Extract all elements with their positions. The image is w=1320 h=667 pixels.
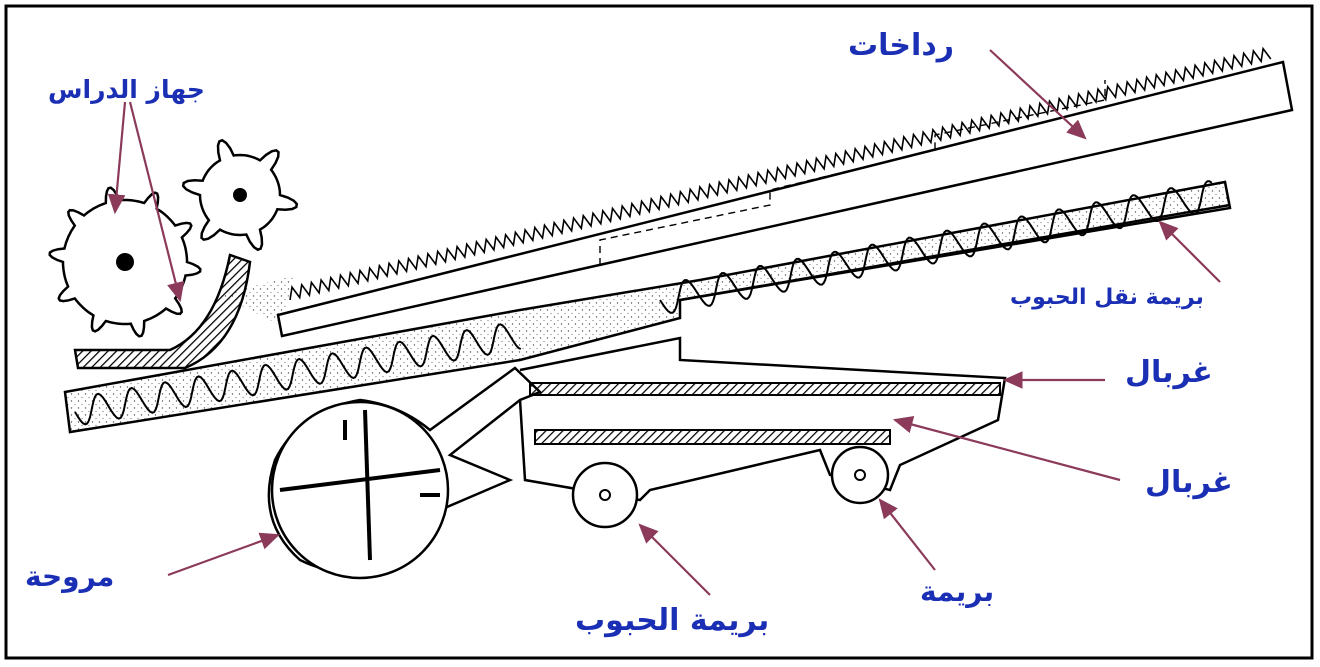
label-lower-sieve: غربال (1145, 465, 1233, 500)
label-upper-sieve: غربال (1125, 355, 1213, 390)
upper-sieve (529, 382, 1001, 396)
label-threshing-unit: جهاز الدراس (48, 75, 205, 104)
concave (73, 253, 252, 370)
grain-trough (63, 180, 1232, 434)
label-fan: مروحة (25, 560, 115, 593)
lower-sieve (534, 429, 891, 445)
lower-screw-auger (74, 323, 522, 426)
label-grain-auger: بريمة الحبوب (575, 603, 770, 638)
straw-walkers (276, 60, 1294, 338)
straw-walker-teeth (289, 46, 1272, 301)
fan-housing (270, 400, 450, 580)
fan-blades (279, 409, 441, 561)
label-straw-walkers: رداخات (848, 28, 954, 63)
label-auger: بريمة (920, 575, 995, 608)
tailings-auger (830, 445, 890, 505)
frame-border (4, 4, 1314, 660)
label-grain-conveyor-auger: بريمة نقل الحبوب (1010, 285, 1204, 310)
grain-auger (571, 461, 639, 529)
